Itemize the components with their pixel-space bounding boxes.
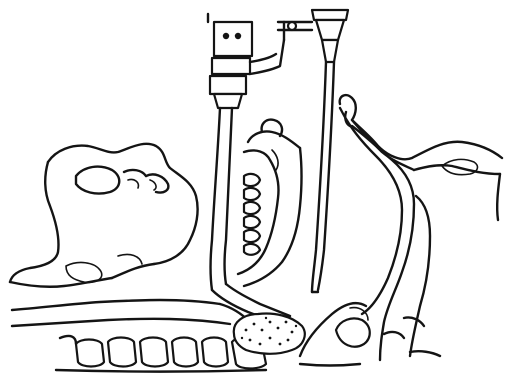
connector-tube bbox=[278, 22, 312, 40]
oral-cavity bbox=[238, 120, 302, 286]
straight-cannula bbox=[312, 10, 348, 292]
vertebrae-row bbox=[56, 336, 266, 372]
mandible-outline bbox=[10, 144, 198, 287]
tissue-mass bbox=[234, 314, 305, 354]
floor-lines bbox=[12, 300, 250, 326]
